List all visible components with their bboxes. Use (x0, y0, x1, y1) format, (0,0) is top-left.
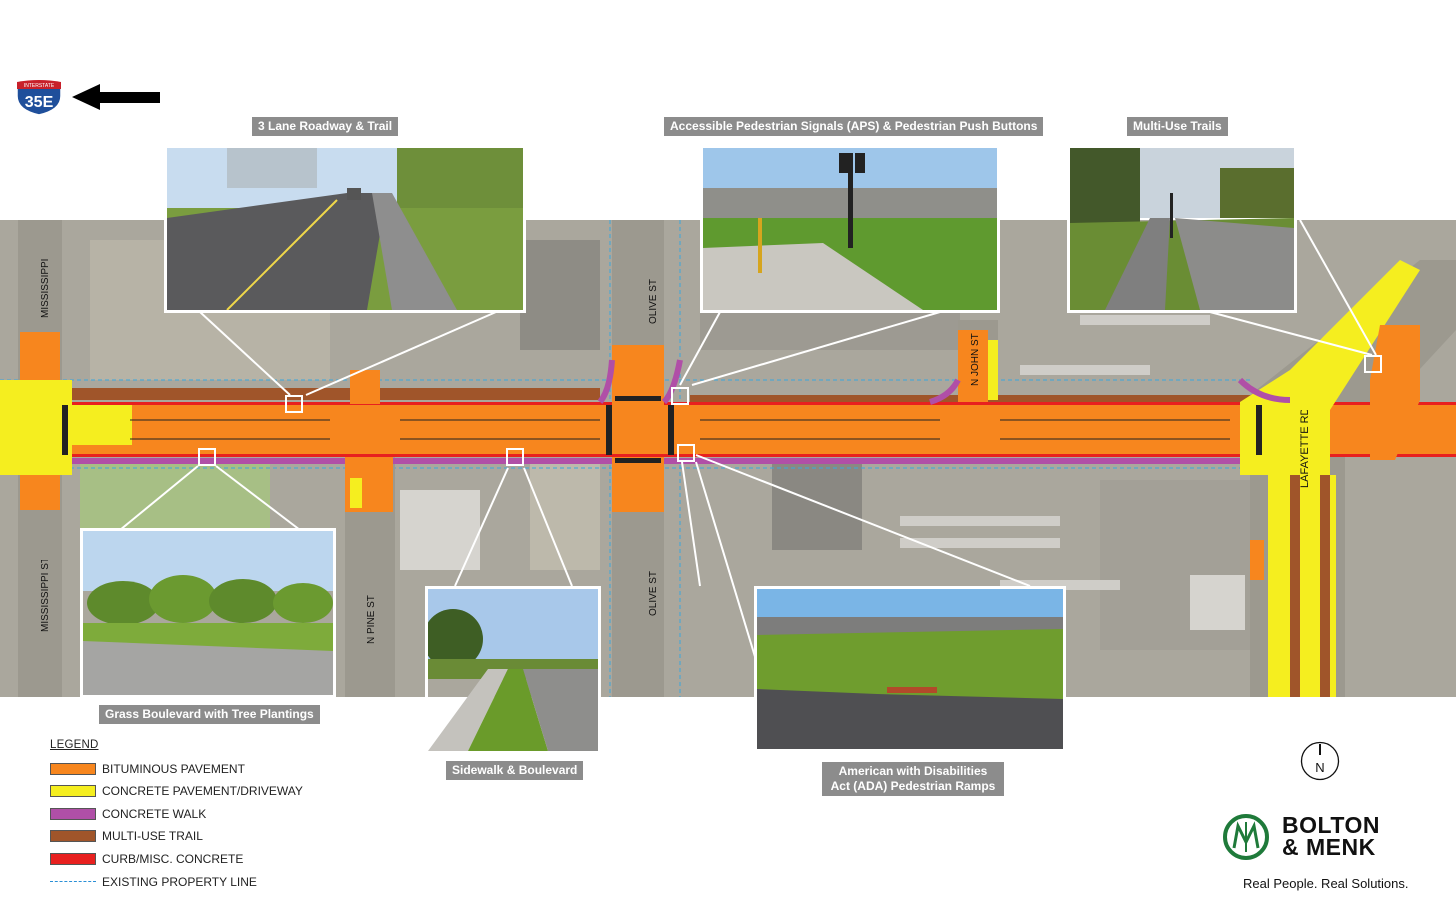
svg-text:OLIVE ST: OLIVE ST (648, 571, 659, 616)
legend-swatch-curb (50, 853, 96, 865)
location-marker-grass-boulevard (198, 448, 216, 466)
svg-text:LAFAYETTE RD: LAFAYETTE RD (1299, 410, 1311, 488)
street-label-olive-north: OLIVE ST (640, 278, 664, 326)
legend-label: EXISTING PROPERTY LINE (102, 875, 257, 889)
svg-text:MISSISSIPPI ST: MISSISSIPPI ST (40, 258, 51, 318)
photo-sidewalk-boulevard (425, 586, 601, 754)
callout-label-sidewalk: Sidewalk & Boulevard (446, 761, 584, 780)
company-tagline: Real People. Real Solutions. (1243, 876, 1409, 891)
location-marker-multi-use-trail (1364, 355, 1382, 373)
interstate-label: INTERSTATE (24, 83, 55, 89)
callout-label-multi-use-trails: Multi-Use Trails (1127, 117, 1228, 136)
bolton-menk-logo-icon (1223, 814, 1269, 860)
photo-grass-boulevard (80, 528, 336, 698)
legend-item: CONCRETE WALK (50, 806, 206, 822)
interstate-shield-icon: INTERSTATE 35E (16, 79, 62, 116)
location-marker-roadway-trail (285, 395, 303, 413)
callout-label-roadway-trail: 3 Lane Roadway & Trail (252, 117, 399, 136)
svg-text:N PINE ST: N PINE ST (366, 595, 377, 644)
north-label: N (1315, 760, 1324, 775)
location-marker-aps (671, 387, 689, 405)
legend-label: MULTI-USE TRAIL (102, 829, 203, 843)
location-marker-sidewalk (506, 448, 524, 466)
photo-multi-use-trails (1067, 145, 1297, 313)
legend-item: BITUMINOUS PAVEMENT (50, 761, 245, 777)
north-arrow-icon: N (1300, 741, 1340, 781)
legend-item: EXISTING PROPERTY LINE (50, 874, 257, 890)
company-name-line2: & MENK (1282, 834, 1376, 860)
legend-swatch-concrete-walk (50, 808, 96, 820)
photo-aps (700, 145, 1000, 313)
street-label-lafayette: LAFAYETTE RD (1290, 410, 1320, 490)
legend-item: MULTI-USE TRAIL (50, 828, 203, 844)
legend-label: CONCRETE PAVEMENT/DRIVEWAY (102, 784, 303, 798)
legend-label: BITUMINOUS PAVEMENT (102, 762, 245, 776)
photo-ada-ramps (754, 586, 1066, 752)
street-label-mississippi-south: MISSISSIPPI ST (30, 560, 60, 634)
west-arrow-icon (72, 84, 160, 110)
photo-roadway-trail (164, 145, 526, 313)
callout-label-ada-ramps: American with Disabilities Act (ADA) Ped… (822, 762, 1004, 796)
legend-item: CONCRETE PAVEMENT/DRIVEWAY (50, 783, 303, 799)
company-name: BOLTON & MENK (1282, 812, 1380, 860)
legend-swatch-bituminous (50, 763, 96, 775)
legend-label: CURB/MISC. CONCRETE (102, 852, 244, 866)
street-label-john: N JOHN ST (962, 332, 986, 388)
location-marker-ada-ramp (677, 444, 695, 462)
street-label-mississippi-north: MISSISSIPPI ST (30, 258, 60, 320)
svg-text:N JOHN ST: N JOHN ST (970, 333, 981, 386)
company-name-line1: BOLTON (1282, 812, 1380, 838)
legend-item: CURB/MISC. CONCRETE (50, 851, 243, 867)
street-label-olive-south: OLIVE ST (640, 570, 664, 618)
svg-text:OLIVE ST: OLIVE ST (648, 279, 659, 324)
svg-text:MISSISSIPPI ST: MISSISSIPPI ST (40, 560, 51, 632)
legend-swatch-multi-use-trail (50, 830, 96, 842)
legend-title: LEGEND (50, 739, 99, 751)
interstate-number: 35E (25, 94, 54, 111)
legend-swatch-property-line (50, 880, 96, 884)
callout-label-aps: Accessible Pedestrian Signals (APS) & Pe… (664, 117, 1044, 136)
street-label-pine: N PINE ST (358, 590, 382, 646)
legend-label: CONCRETE WALK (102, 807, 207, 821)
legend-swatch-concrete-pavement (50, 785, 96, 797)
callout-label-grass-boulevard: Grass Boulevard with Tree Plantings (99, 705, 320, 724)
